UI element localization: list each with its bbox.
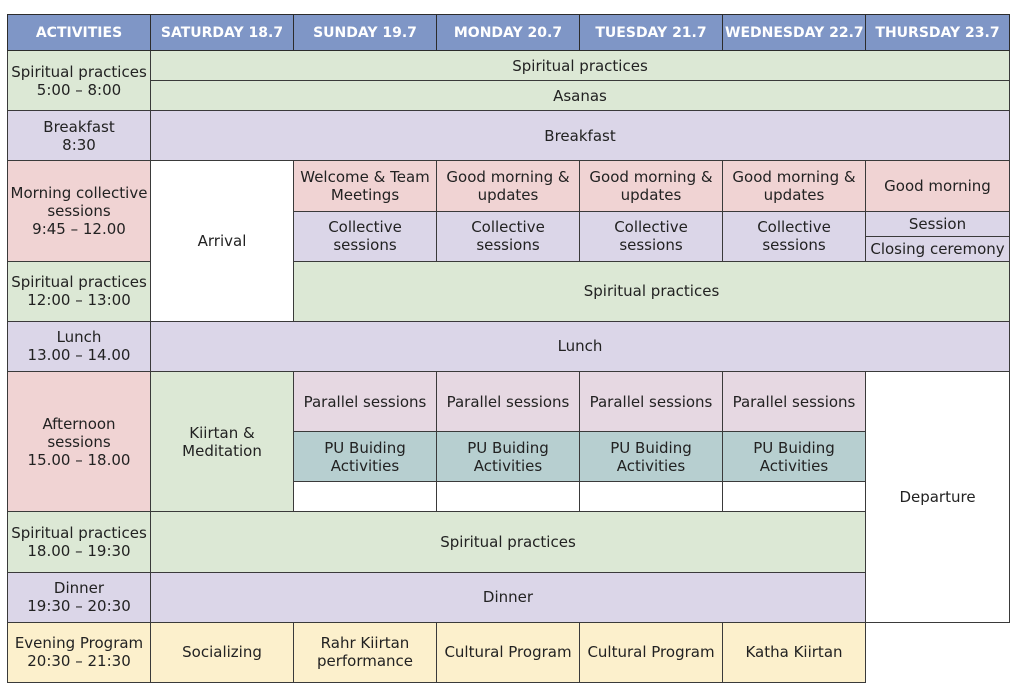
cell-collective-sunday: Collective sessions bbox=[293, 210, 437, 262]
cell-collective-tuesday: Collective sessions bbox=[579, 210, 723, 262]
cell-socializing: Socializing bbox=[150, 621, 294, 684]
activity-time: 12:00 – 13:00 bbox=[27, 291, 131, 310]
cell-empty-sunday bbox=[293, 481, 437, 513]
header-row: ACTIVITIES SATURDAY 18.7 SUNDAY 19.7 MON… bbox=[7, 13, 1010, 52]
row-morning-bottom: Closing ceremony bbox=[8, 235, 1010, 262]
row-afternoon-parallel: Afternoon sessions 15.00 – 18.00 Kiirtan… bbox=[7, 370, 1010, 623]
activity-time: 5:00 – 8:00 bbox=[36, 80, 122, 99]
activity-spiritual-evening: Spiritual practices 18.00 – 19:30 bbox=[7, 511, 151, 573]
row-morning-top: Morning collective sessions 9:45 – 12.00… bbox=[7, 160, 1010, 322]
cell-spiritual-practices: Spiritual practices bbox=[150, 50, 1010, 82]
activity-time: 13.00 – 14.00 bbox=[27, 346, 131, 365]
header-saturday: SATURDAY 18.7 bbox=[150, 13, 294, 52]
cell-departure: Departure bbox=[865, 370, 1010, 623]
activity-evening-program: Evening Program 20:30 – 21:30 bbox=[7, 621, 151, 684]
header-sunday: SUNDAY 19.7 bbox=[293, 13, 437, 52]
row-breakfast: Breakfast 8:30 Breakfast bbox=[7, 110, 1010, 162]
header-thursday: THURSDAY 23.7 bbox=[865, 13, 1010, 52]
activity-morning-sessions: Morning collective sessions 9:45 – 12.00 bbox=[7, 160, 151, 262]
cell-pu-tuesday: PU Buiding Activities bbox=[579, 431, 723, 483]
activity-dinner: Dinner 19:30 – 20:30 bbox=[7, 571, 151, 623]
cell-cultural-tuesday: Cultural Program bbox=[579, 621, 723, 684]
cell-asanas: Asanas bbox=[150, 80, 1010, 112]
cell-spiritual-noon: Spiritual practices bbox=[293, 260, 1010, 322]
cell-parallel-sunday: Parallel sessions bbox=[293, 370, 437, 433]
cell-good-morning-tuesday: Good morning & updates bbox=[579, 160, 723, 212]
cell-lunch: Lunch bbox=[150, 320, 1010, 372]
row-spiritual-morning: Spiritual practices 5:00 – 8:00 Spiritua… bbox=[7, 50, 1010, 112]
activity-label: Afternoon sessions bbox=[42, 414, 116, 451]
cell-welcome-team-meetings: Welcome & Team Meetings bbox=[293, 160, 437, 212]
cell-empty-tuesday bbox=[579, 481, 723, 513]
activity-spiritual-noon: Spiritual practices 12:00 – 13:00 bbox=[7, 260, 151, 322]
header-monday: MONDAY 20.7 bbox=[436, 13, 580, 52]
cell-breakfast: Breakfast bbox=[150, 110, 1010, 162]
activity-label: Breakfast bbox=[43, 117, 115, 136]
cell-spiritual-evening: Spiritual practices bbox=[150, 511, 866, 573]
row-afternoon-empty bbox=[8, 481, 1010, 513]
row-lunch: Lunch 13.00 – 14.00 Lunch bbox=[7, 320, 1010, 372]
activity-label: Dinner bbox=[53, 579, 105, 598]
activity-time: 20:30 – 21:30 bbox=[27, 652, 131, 671]
row-spiritual-noon-a: Spiritual practices 12:00 – 13:00 Spirit… bbox=[7, 260, 1010, 322]
activity-time: 19:30 – 20:30 bbox=[27, 597, 131, 616]
cell-parallel-wednesday: Parallel sessions bbox=[722, 370, 866, 433]
cell-empty-monday bbox=[436, 481, 580, 513]
activity-spiritual-morning: Spiritual practices 5:00 – 8:00 bbox=[7, 50, 151, 112]
row-morning-mid: Collective sessions Collective sessions … bbox=[8, 210, 1010, 262]
row-dinner: Dinner 19:30 – 20:30 Dinner bbox=[7, 571, 1010, 623]
cell-good-morning-thursday: Good morning bbox=[865, 160, 1010, 212]
activity-time: 9:45 – 12.00 bbox=[32, 220, 126, 239]
cell-collective-monday: Collective sessions bbox=[436, 210, 580, 262]
activity-time: 18.00 – 19:30 bbox=[27, 541, 131, 560]
cell-kiirtan-meditation: Kiirtan & Meditation bbox=[150, 370, 294, 513]
activity-lunch: Lunch 13.00 – 14.00 bbox=[7, 320, 151, 372]
cell-closing-ceremony: Closing ceremony bbox=[865, 235, 1010, 262]
cell-pu-monday: PU Buiding Activities bbox=[436, 431, 580, 483]
activity-afternoon-sessions: Afternoon sessions 15.00 – 18.00 bbox=[7, 370, 151, 513]
activity-breakfast: Breakfast 8:30 bbox=[7, 110, 151, 162]
activity-label: Evening Program bbox=[14, 634, 144, 653]
cell-pu-wednesday: PU Buiding Activities bbox=[722, 431, 866, 483]
header-activities: ACTIVITIES bbox=[7, 13, 151, 52]
cell-katha-kiirtan: Katha Kiirtan bbox=[722, 621, 866, 684]
cell-arrival: Arrival bbox=[150, 160, 294, 322]
cell-cultural-monday: Cultural Program bbox=[436, 621, 580, 684]
row-evening: Evening Program 20:30 – 21:30 Socializin… bbox=[7, 621, 1010, 684]
cell-collective-wednesday: Collective sessions bbox=[722, 210, 866, 262]
activity-label: Spiritual practices bbox=[11, 523, 147, 542]
activity-time: 15.00 – 18.00 bbox=[27, 450, 131, 469]
cell-good-morning-monday: Good morning & updates bbox=[436, 160, 580, 212]
activity-label: Morning collective sessions bbox=[10, 184, 148, 221]
row-spiritual-evening: Spiritual practices 18.00 – 19:30 Spirit… bbox=[7, 511, 1010, 573]
cell-pu-sunday: PU Buiding Activities bbox=[293, 431, 437, 483]
row-afternoon-pu: PU Buiding Activities PU Buiding Activit… bbox=[8, 431, 1010, 483]
activity-label: Spiritual practices bbox=[11, 273, 147, 292]
cell-parallel-monday: Parallel sessions bbox=[436, 370, 580, 433]
header-wednesday: WEDNESDAY 22.7 bbox=[722, 13, 866, 52]
activity-time: 8:30 bbox=[62, 135, 96, 154]
cell-empty-wednesday bbox=[722, 481, 866, 513]
cell-dinner: Dinner bbox=[150, 571, 866, 623]
cell-thursday-session: Session bbox=[865, 210, 1010, 237]
row-asanas: Asanas bbox=[8, 80, 1010, 112]
cell-parallel-tuesday: Parallel sessions bbox=[579, 370, 723, 433]
schedule-table: ACTIVITIES SATURDAY 18.7 SUNDAY 19.7 MON… bbox=[7, 13, 1010, 684]
activity-label: Spiritual practices bbox=[11, 62, 147, 81]
header-tuesday: TUESDAY 21.7 bbox=[579, 13, 723, 52]
activity-label: Lunch bbox=[56, 328, 102, 347]
cell-good-morning-wednesday: Good morning & updates bbox=[722, 160, 866, 212]
cell-rahr-kiirtan: Rahr Kiirtan performance bbox=[293, 621, 437, 684]
